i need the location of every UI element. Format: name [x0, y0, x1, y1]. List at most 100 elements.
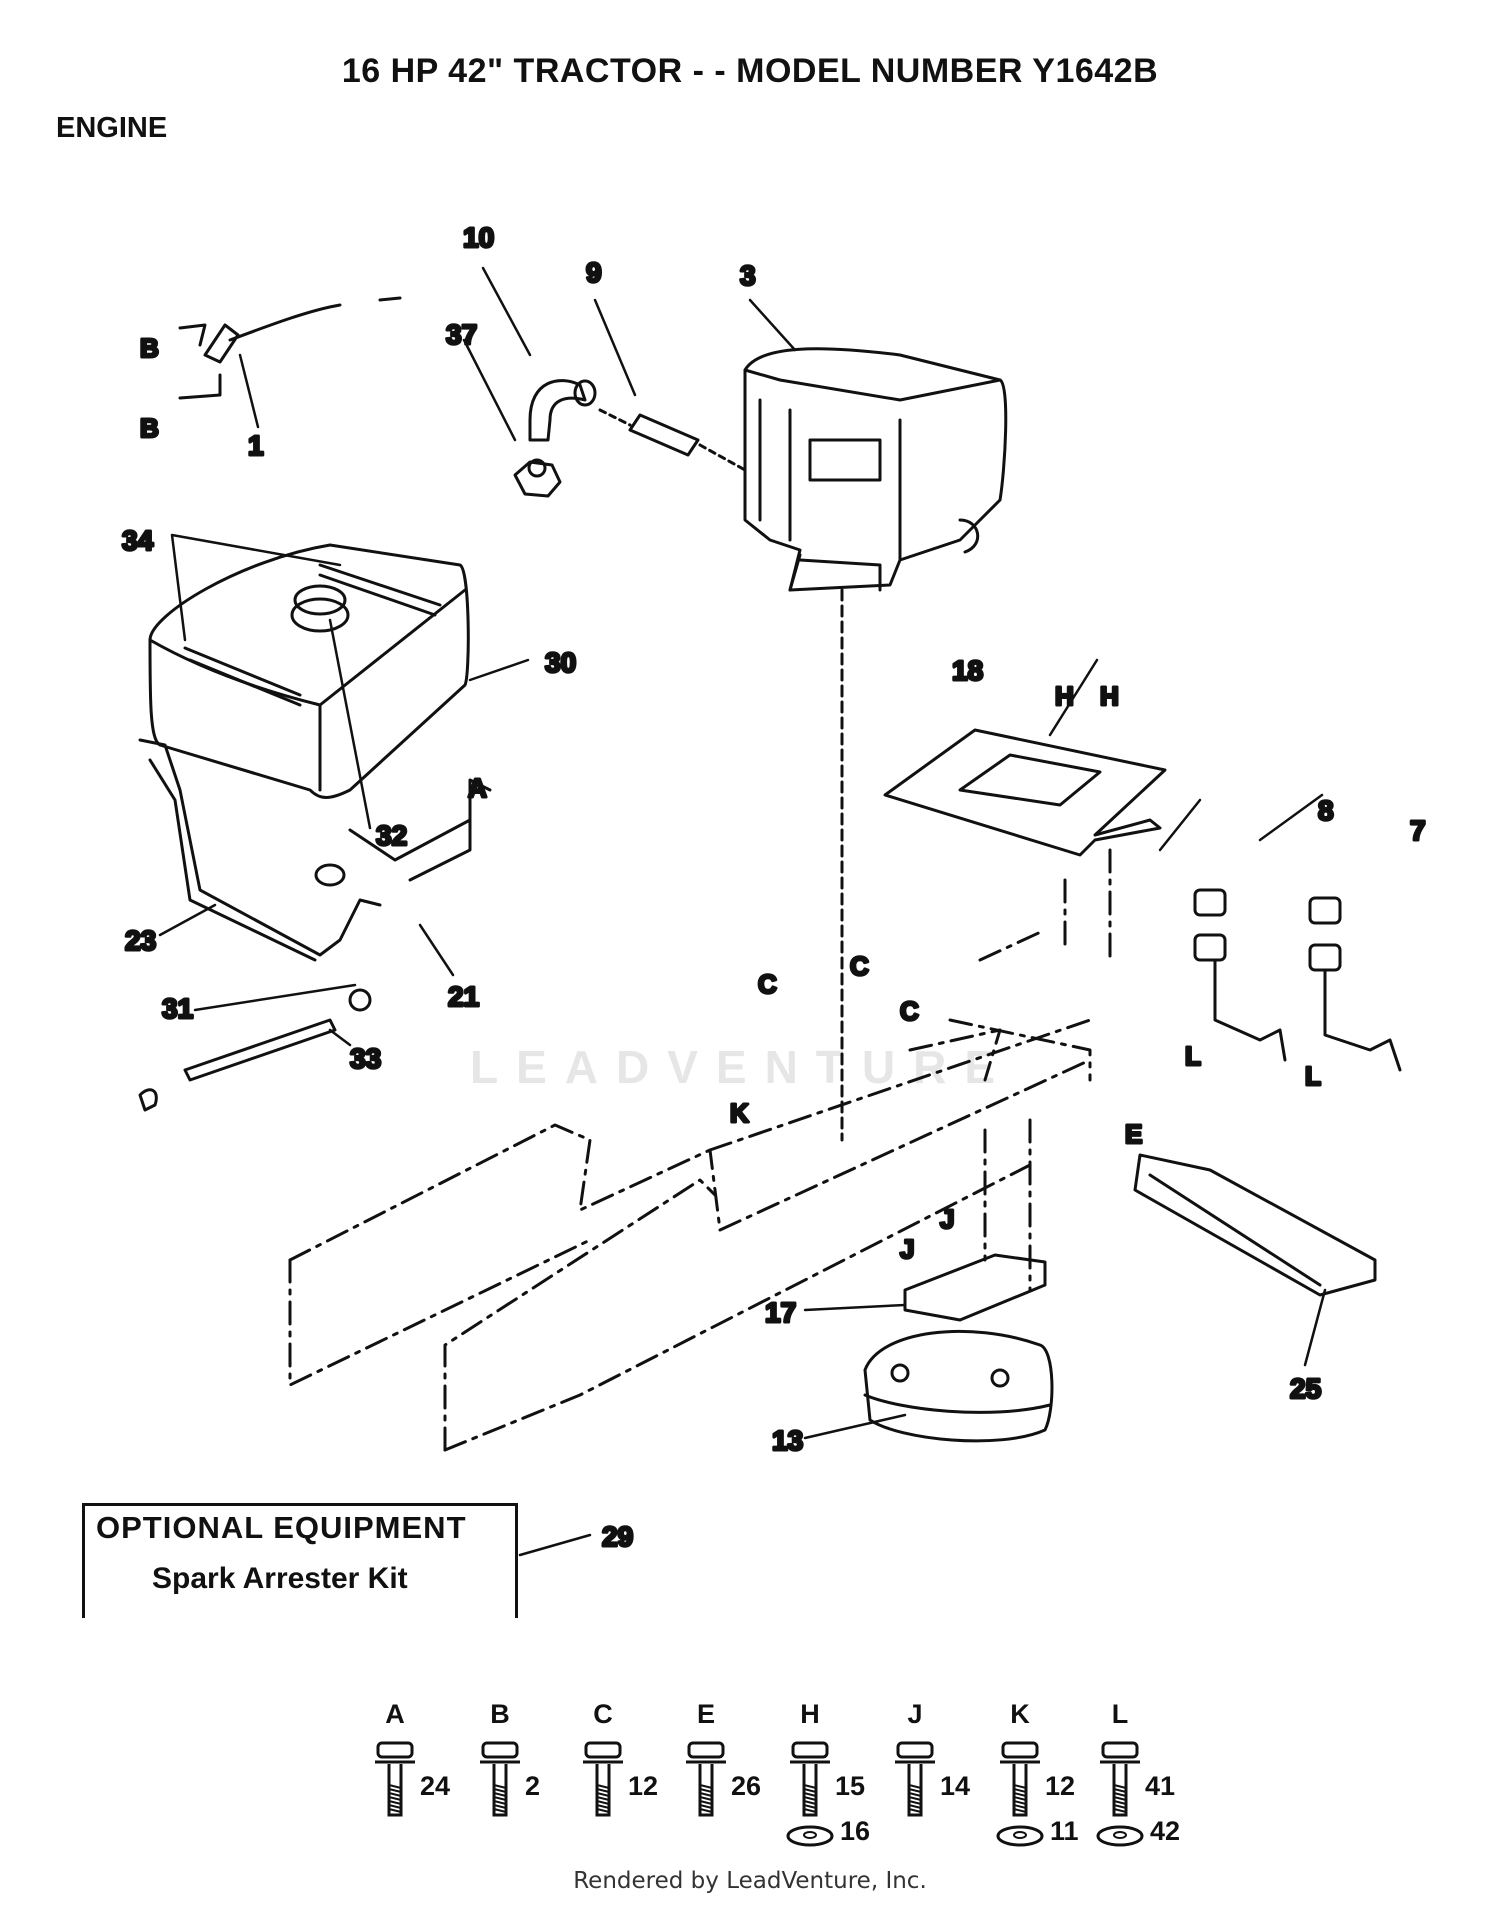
muffler-bracket-part — [903, 1253, 1047, 1322]
callout-31: 31 — [162, 993, 193, 1024]
legend-e-3-thread — [699, 1800, 713, 1805]
legend-h-4-washer-number: 16 — [840, 1816, 870, 1846]
callout-21: 21 — [448, 981, 479, 1012]
callout-7: 7 — [1410, 815, 1426, 846]
callout-32: 32 — [376, 820, 407, 851]
legend-e-3-thread — [699, 1792, 713, 1797]
legend-k-6-thread — [1013, 1784, 1027, 1789]
legend-j-5-thread — [908, 1800, 922, 1805]
legend-k-6-washer — [996, 1825, 1044, 1847]
legend-a-0-bolt-head — [376, 1741, 414, 1759]
legend-k-6-thread — [1013, 1796, 1027, 1801]
deflector-part — [1133, 1153, 1377, 1297]
watermark: LEADVENTURE — [470, 1041, 1014, 1093]
callout-9: 9 — [586, 257, 602, 288]
callout-25: 25 — [1290, 1373, 1321, 1404]
frame-part — [288, 848, 1112, 1452]
legend-l-7-part-number: 41 — [1145, 1771, 1175, 1801]
legend-h-4-thread — [803, 1792, 817, 1797]
legend-b-1-thread — [493, 1784, 507, 1789]
legend-k-6-bolt-head — [1001, 1741, 1039, 1759]
legend-l-7-thread — [1113, 1788, 1127, 1793]
legend-b-1-thread — [493, 1792, 507, 1797]
legend-e-3-thread — [699, 1804, 713, 1809]
legend-c-2-bolt-head — [584, 1741, 622, 1759]
callout-30: 30 — [545, 647, 576, 678]
legend-l-7-thread — [1113, 1796, 1127, 1801]
legend-b-1-letter: B — [490, 1699, 510, 1729]
legend-a-0-part-number: 24 — [420, 1771, 450, 1801]
legend-h-4-washer — [786, 1825, 834, 1847]
legend-h-4-thread — [803, 1796, 817, 1801]
legend-l-7-bolt-head — [1101, 1741, 1139, 1759]
legend-j-5-thread — [908, 1808, 922, 1813]
legend-k-6-thread — [1013, 1808, 1027, 1813]
legend-j-5-letter: J — [907, 1699, 922, 1729]
legend-j-5-bolt-head — [896, 1741, 934, 1759]
legend-l-7-washer — [1096, 1825, 1144, 1847]
legend-a-0-thread — [388, 1792, 402, 1797]
legend-k-6-thread — [1013, 1804, 1027, 1809]
legend-b-1-thread — [493, 1800, 507, 1805]
legend-j-5-thread — [908, 1784, 922, 1789]
legend-c-2-thread — [596, 1788, 610, 1793]
legend-e-3-thread — [699, 1796, 713, 1801]
section-title: ENGINE — [56, 112, 168, 144]
fuel-hose-part — [598, 408, 747, 472]
legend-c-2-thread — [596, 1796, 610, 1801]
legend-b-1-thread — [493, 1788, 507, 1793]
callout-1: 1 — [248, 430, 264, 461]
legend-h-4-thread — [803, 1800, 817, 1805]
legend-k-6-part-number: 12 — [1045, 1771, 1075, 1801]
legend-l-7-letter: L — [1112, 1699, 1129, 1729]
page-title: 16 HP 42" TRACTOR - - MODEL NUMBER Y1642… — [341, 52, 1159, 90]
legend-h-4-thread — [803, 1784, 817, 1789]
tag-c-mid: C — [850, 951, 869, 981]
fuel-tank-part — [148, 543, 470, 799]
callout-18: 18 — [952, 655, 983, 686]
legend-e-3-thread — [699, 1788, 713, 1793]
legend-c-2-thread — [596, 1800, 610, 1805]
legend-j-5-thread — [908, 1792, 922, 1797]
legend-k-6-letter: K — [1010, 1699, 1030, 1729]
legend-h-4-part-number: 15 — [835, 1771, 865, 1801]
loop-bracket-7 — [1308, 896, 1402, 1072]
legend-a-0-thread — [388, 1804, 402, 1809]
legend-j-5-thread — [908, 1804, 922, 1809]
legend-a-0-letter: A — [385, 1699, 405, 1729]
callout-13: 13 — [772, 1425, 803, 1456]
legend-e-3-letter: E — [697, 1699, 715, 1729]
legend-l-7-thread — [1113, 1784, 1127, 1789]
callout-34: 34 — [122, 525, 154, 556]
optional-equipment-item: Spark Arrester Kit — [152, 1562, 408, 1595]
loop-bracket-8 — [1193, 888, 1287, 1062]
legend-c-2-thread — [596, 1784, 610, 1789]
fuel-line-part — [138, 988, 372, 1112]
nut-part — [513, 458, 562, 498]
tag-j-left: J — [900, 1234, 914, 1264]
legend-a-0-thread — [388, 1808, 402, 1813]
tank-bracket-part — [138, 738, 492, 962]
tag-h-left: H — [1055, 681, 1074, 711]
legend-l-7-washer-hole — [1113, 1831, 1127, 1839]
tag-l-right: L — [1305, 1061, 1321, 1091]
legend-c-2-thread — [596, 1804, 610, 1809]
fuel-elbow-part — [528, 379, 597, 442]
optional-equipment-box — [82, 1503, 518, 1618]
tag-e: E — [1125, 1119, 1142, 1149]
legend-k-6-thread — [1013, 1792, 1027, 1797]
optional-equipment-heading: OPTIONAL EQUIPMENT — [96, 1510, 467, 1545]
legend-a-0-thread — [388, 1788, 402, 1793]
legend-c-2-thread — [596, 1792, 610, 1797]
callout-23: 23 — [125, 925, 156, 956]
legend-b-1-thread — [493, 1804, 507, 1809]
tag-b-lower: B — [140, 413, 159, 443]
tag-h-right: H — [1100, 681, 1119, 711]
heat-shield-part — [883, 728, 1167, 857]
legend-l-7-thread — [1113, 1808, 1127, 1813]
legend-c-2-thread — [596, 1808, 610, 1813]
legend-j-5-thread — [908, 1796, 922, 1801]
legend-j-5-thread — [908, 1788, 922, 1793]
